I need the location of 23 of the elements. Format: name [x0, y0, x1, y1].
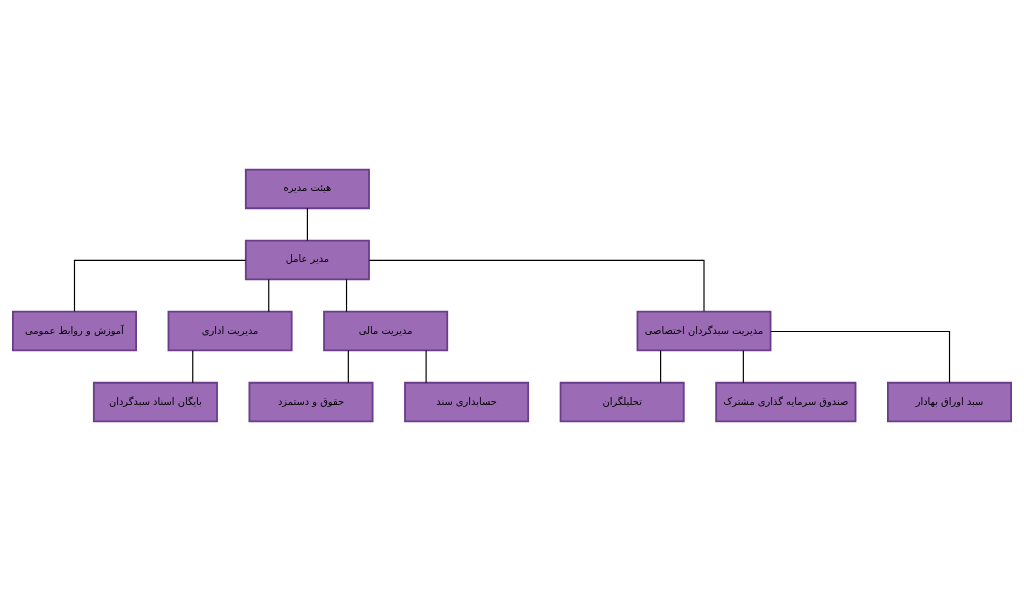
node-box: سبد اوراق بهادار: [887, 381, 1012, 423]
connector: [368, 259, 705, 312]
node-box: تحلیلگران: [559, 381, 685, 423]
connector: [73, 259, 247, 312]
connector: [660, 349, 662, 384]
node-box: آموزش و روابط عمومی: [12, 310, 137, 352]
connector: [306, 207, 308, 242]
node-box: مدیریت اداری: [167, 310, 293, 352]
connector: [345, 278, 348, 313]
node-box: صندوق سرمایه گذاری مشترک: [715, 381, 857, 423]
connector: [192, 349, 194, 384]
connector: [742, 349, 744, 384]
node-box: مدیریت مالی: [323, 310, 449, 352]
node-box: مدیریت سبدگردان اختصاصی: [636, 310, 772, 352]
connector: [770, 330, 951, 383]
node-box: هیئت مدیره: [244, 168, 370, 210]
node-box: حسابداری سند: [404, 381, 530, 423]
connector: [347, 349, 349, 384]
node-box: بایگان اسناد سبدگردان: [92, 381, 218, 423]
connector: [268, 278, 270, 313]
node-box: مدیر عامل: [244, 239, 370, 281]
connector: [425, 349, 427, 384]
node-box: حقوق و دستمزد: [248, 381, 374, 423]
